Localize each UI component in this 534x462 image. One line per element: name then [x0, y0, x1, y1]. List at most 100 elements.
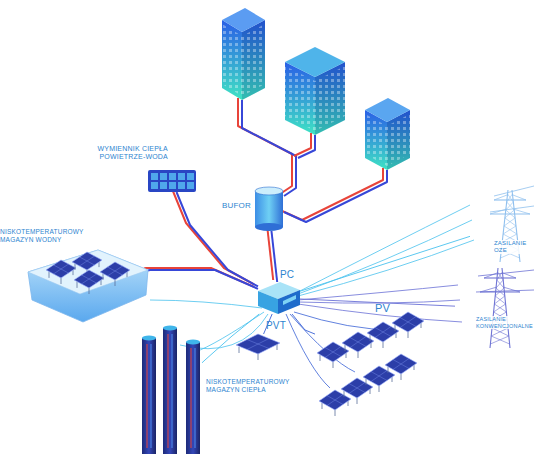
- solar-panel: [100, 262, 130, 280]
- panel-leg: [395, 325, 396, 331]
- wire: [490, 206, 534, 212]
- exchanger-fan: [178, 182, 185, 189]
- solar-panel: [72, 252, 102, 270]
- heat-exchanger: WYMIENNIK CIEPŁA POWIETRZE-WODA: [148, 170, 196, 192]
- storage-tube: [186, 342, 200, 454]
- storage-basin: [28, 250, 148, 322]
- solar-panel: [342, 332, 374, 352]
- return-pipe: [271, 231, 277, 282]
- tank-top: [255, 187, 283, 195]
- panel-leg: [49, 272, 50, 278]
- shape-group: [236, 334, 280, 360]
- shape-group: [258, 282, 300, 314]
- node-label: ZASILANIE KONWENCJONALNE: [476, 316, 533, 329]
- panel-leg: [366, 379, 367, 385]
- panel-leg: [335, 410, 336, 416]
- wire: [298, 285, 458, 300]
- panel-leg: [333, 362, 334, 368]
- building-windows: [365, 114, 387, 166]
- pylon-brace: [505, 210, 514, 218]
- node-label: BUFOR: [215, 201, 251, 211]
- panel-grid: [349, 383, 365, 394]
- building-windows: [285, 66, 315, 131]
- exchanger-fan: [160, 182, 167, 189]
- building-face: [242, 20, 265, 100]
- pylon-brace: [494, 296, 504, 304]
- power-cable: [300, 236, 470, 291]
- pylon-brace: [496, 288, 505, 296]
- panel-leg: [401, 374, 402, 380]
- pv-array: PV: [315, 298, 427, 416]
- building-windows: [222, 24, 242, 96]
- return-pipe: [177, 192, 259, 286]
- node-shape: [236, 334, 280, 360]
- supply-pipe: [238, 98, 292, 194]
- panel-leg: [345, 345, 346, 351]
- node-shape: [28, 250, 148, 322]
- solar-panel: [46, 260, 76, 278]
- wire: [150, 300, 262, 308]
- panel-leg: [258, 354, 259, 360]
- panel-grid: [371, 371, 387, 382]
- pylon-brace: [508, 194, 514, 202]
- building-face: [222, 20, 242, 100]
- pylon-brace: [497, 272, 503, 280]
- panel-leg: [322, 403, 323, 409]
- power-wires: [150, 186, 534, 388]
- node-label: NISKOTEMPERATUROWY MAGAZYN CIEPŁA: [206, 378, 298, 394]
- exchanger-fan: [169, 182, 176, 189]
- panel-leg: [75, 264, 76, 270]
- power-cable: [292, 314, 315, 334]
- building: [222, 8, 265, 100]
- tube-loop: [191, 348, 192, 448]
- solar-panel: [363, 366, 395, 386]
- pylon-arm: [513, 195, 526, 200]
- exchanger-body: [148, 170, 196, 192]
- pylon-brace: [507, 202, 515, 210]
- panel-grid: [325, 348, 341, 357]
- panel-grid: [54, 265, 69, 273]
- pylon-brace: [505, 218, 516, 226]
- pylon-arm: [503, 273, 516, 278]
- tube-loop: [172, 334, 173, 448]
- pylon-arm: [484, 277, 516, 278]
- heat-pump: PC: [258, 282, 300, 314]
- tank-bottom: [255, 223, 283, 231]
- node-label: PVT: [266, 320, 296, 332]
- tube-cap: [186, 340, 200, 345]
- tube-loop: [168, 334, 169, 448]
- shape-group: [148, 170, 196, 192]
- building-shade: [242, 20, 265, 100]
- pylon-brace: [496, 280, 503, 288]
- return-pipe: [284, 170, 387, 222]
- panel-leg: [103, 274, 104, 280]
- panel-grid: [393, 360, 409, 369]
- wire: [478, 270, 534, 276]
- pump-front: [278, 290, 300, 314]
- panel-leg: [358, 352, 359, 358]
- pylon-arm: [494, 199, 526, 200]
- panel-leg: [388, 367, 389, 373]
- node-shape: [255, 187, 283, 231]
- building-roof: [285, 47, 345, 77]
- return-pipe: [298, 135, 315, 158]
- panel-grid: [375, 328, 391, 337]
- panel-grid: [350, 338, 366, 347]
- pylon-arm: [503, 287, 520, 292]
- building: [365, 98, 410, 170]
- pylon-brace: [491, 336, 509, 344]
- panel-leg: [379, 386, 380, 392]
- pylon-brace: [497, 280, 504, 288]
- pylon-brace: [490, 336, 508, 344]
- power-pylon: ZASILANIE KONWENCJONALNE: [455, 268, 534, 348]
- exchanger-fan: [187, 182, 194, 189]
- exchanger-fan: [151, 173, 158, 180]
- pylon-brace: [492, 328, 509, 336]
- panel-leg: [61, 278, 62, 284]
- heat-storage: NISKOTEMPERATUROWY MAGAZYN CIEPŁA: [140, 328, 202, 456]
- panel-grid: [82, 274, 97, 284]
- connectors: [144, 190, 470, 363]
- panel-leg: [383, 342, 384, 348]
- panel-leg: [77, 282, 78, 288]
- pvt-panel: PVT: [236, 334, 280, 360]
